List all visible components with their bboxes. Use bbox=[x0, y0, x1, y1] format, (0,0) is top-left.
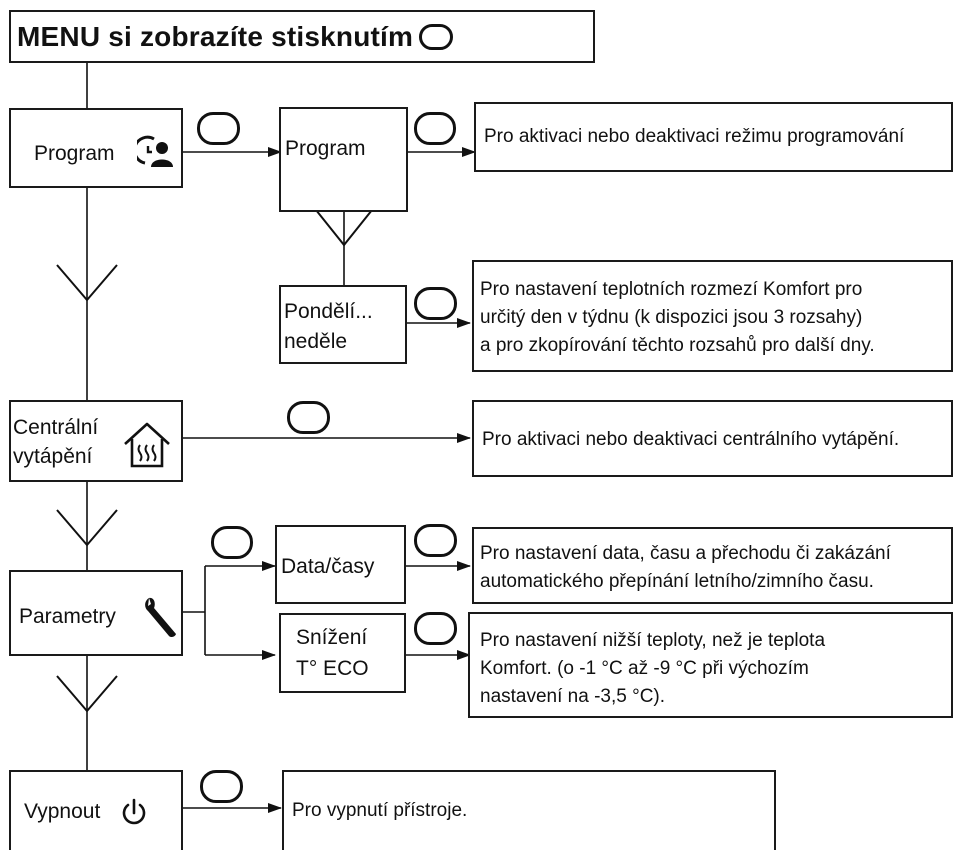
days-desc-line1: Pro nastavení teplotních rozmezí Komfort… bbox=[480, 279, 863, 300]
heating-desc-box: Pro aktivaci nebo deaktivaci centrálního… bbox=[472, 400, 953, 477]
days-label-line2: neděle bbox=[284, 330, 348, 353]
wrench-icon bbox=[145, 597, 176, 638]
days-desc-line3: a pro zkopírování těchto rozsahů pro dal… bbox=[480, 335, 875, 356]
oval-button-icon bbox=[414, 112, 456, 145]
off-desc-box: Pro vypnutí přístroje. bbox=[282, 770, 776, 850]
eco-label-line1: Snížení bbox=[296, 626, 368, 649]
eco-desc-line3: nastavení na -3,5 °C). bbox=[480, 686, 666, 707]
oval-button-icon bbox=[211, 526, 253, 559]
program-sub-box[interactable]: Program bbox=[279, 107, 408, 212]
eco-desc-box: Pro nastavení nižší teploty, než je tepl… bbox=[468, 612, 953, 718]
oval-button-icon bbox=[414, 524, 457, 557]
days-desc-box: Pro nastavení teplotních rozmezí Komfort… bbox=[472, 260, 953, 372]
days-label-line1: Pondělí... bbox=[284, 300, 373, 323]
params-label: Parametry bbox=[19, 605, 116, 628]
oval-button-icon bbox=[200, 770, 243, 803]
menu-item-heating[interactable]: Centrální vytápění bbox=[9, 400, 183, 482]
datetime-desc-box: Pro nastavení data, času a přechodu či z… bbox=[472, 527, 953, 604]
heating-desc: Pro aktivaci nebo deaktivaci centrálního… bbox=[482, 429, 900, 450]
datetime-desc-line2: automatického přepínání letního/zimního … bbox=[480, 571, 874, 592]
program-desc-box: Pro aktivaci nebo deaktivaci režimu prog… bbox=[474, 102, 953, 172]
datetime-label: Data/časy bbox=[281, 555, 375, 578]
power-icon bbox=[122, 798, 146, 825]
chevron-down-icon bbox=[56, 509, 118, 547]
off-desc: Pro vypnutí přístroje. bbox=[292, 800, 468, 821]
eco-label-line2: T° ECO bbox=[296, 657, 369, 680]
chevron-down-icon bbox=[56, 264, 118, 302]
oval-button-icon bbox=[419, 23, 454, 50]
oval-button-icon bbox=[414, 287, 457, 320]
datetime-box[interactable]: Data/časy bbox=[275, 525, 406, 604]
oval-button-icon bbox=[414, 612, 457, 645]
menu-title-box: MENU si zobrazíte stisknutím bbox=[9, 10, 595, 63]
chevron-down-icon bbox=[315, 209, 373, 247]
heating-label-line1: Centrální bbox=[13, 416, 99, 439]
oval-button-icon bbox=[287, 401, 330, 434]
menu-item-label: Program bbox=[34, 142, 115, 165]
eco-desc-line1: Pro nastavení nižší teploty, než je tepl… bbox=[480, 630, 826, 651]
chevron-down-icon bbox=[56, 675, 118, 713]
datetime-desc-line1: Pro nastavení data, času a přechodu či z… bbox=[480, 543, 891, 564]
program-sub-label: Program bbox=[285, 137, 366, 160]
eco-box[interactable]: Snížení T° ECO bbox=[279, 613, 406, 693]
days-desc-line2: určitý den v týdnu (k dispozici jsou 3 r… bbox=[480, 307, 863, 328]
oval-button-icon bbox=[197, 112, 240, 145]
days-box[interactable]: Pondělí... neděle bbox=[279, 285, 407, 364]
menu-item-program[interactable]: Program bbox=[9, 108, 183, 188]
eco-desc-line2: Komfort. (o -1 °C až -9 °C při výchozím bbox=[480, 658, 809, 679]
menu-item-off[interactable]: Vypnout bbox=[9, 770, 183, 850]
off-label: Vypnout bbox=[24, 800, 101, 823]
program-desc: Pro aktivaci nebo deaktivaci režimu prog… bbox=[484, 126, 905, 147]
heating-label-line2: vytápění bbox=[13, 445, 93, 468]
menu-title: MENU si zobrazíte stisknutím bbox=[17, 20, 414, 52]
clock-person-icon bbox=[137, 135, 173, 167]
house-heating-icon bbox=[124, 422, 170, 468]
menu-item-params[interactable]: Parametry bbox=[9, 570, 183, 656]
